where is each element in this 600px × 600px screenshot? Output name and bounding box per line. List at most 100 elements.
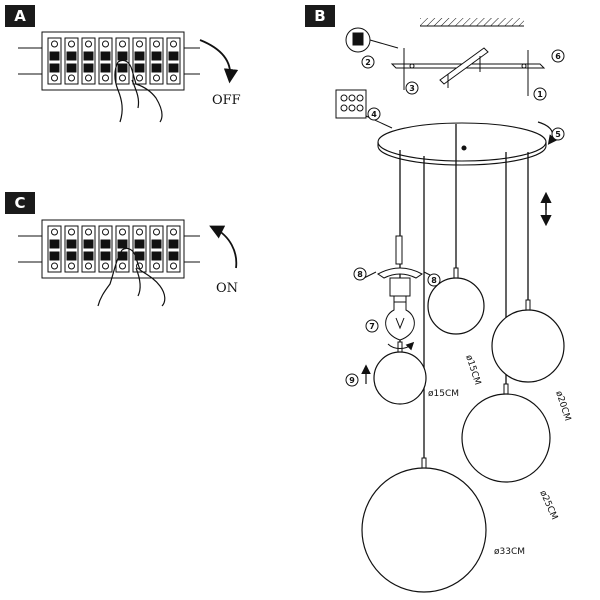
terminal-screw xyxy=(102,262,109,270)
terminal-clamp xyxy=(117,239,128,249)
terminal-clamp xyxy=(83,239,94,249)
terminal-clamp xyxy=(168,239,179,249)
step-number-circle xyxy=(405,81,419,95)
terminal-screw xyxy=(102,228,109,236)
terminal-screw xyxy=(85,74,92,82)
terminal-screw xyxy=(136,74,143,82)
terminal-clamp xyxy=(66,63,77,73)
wire-detail-callout xyxy=(335,89,393,129)
terminal-screw xyxy=(170,228,177,236)
globe-neck xyxy=(503,383,509,395)
terminal-block-a xyxy=(18,31,200,91)
globe-size-label: ø15CM xyxy=(428,389,459,399)
panel-a-tag: A xyxy=(5,5,35,27)
terminal-clamp xyxy=(151,251,162,261)
terminal-clamp xyxy=(83,251,94,261)
bulb xyxy=(385,301,415,351)
terminal-clamp xyxy=(151,51,162,61)
terminal-screw xyxy=(153,74,160,82)
terminal-clamp xyxy=(49,51,60,61)
terminal-screw xyxy=(51,40,58,48)
globe-neck xyxy=(453,267,459,279)
terminal-clamp xyxy=(134,239,145,249)
globe-shade xyxy=(461,393,551,483)
terminal-screw xyxy=(119,262,126,270)
terminal-clamp xyxy=(100,63,111,73)
terminal-screw xyxy=(119,40,126,48)
panel-a: A OFF xyxy=(5,5,241,123)
terminal-screw xyxy=(170,40,177,48)
terminal-screw xyxy=(68,74,75,82)
hand-c xyxy=(97,247,166,307)
terminal-clamp xyxy=(134,63,145,73)
socket-assembly xyxy=(363,235,437,305)
terminal-screw xyxy=(136,40,143,48)
terminal-screw xyxy=(153,262,160,270)
step-number: 5 xyxy=(555,130,561,139)
ceiling xyxy=(420,18,524,27)
terminal-screw xyxy=(119,74,126,82)
terminal-clamp xyxy=(66,251,77,261)
terminal-clamp xyxy=(151,239,162,249)
turn-off-arrow xyxy=(199,39,239,84)
on-label: ON xyxy=(216,281,238,296)
step-number: 2 xyxy=(365,58,371,67)
terminal-screw xyxy=(153,228,160,236)
hand-a xyxy=(114,59,163,123)
step-number: 6 xyxy=(555,52,561,61)
step-number-circle xyxy=(551,49,565,63)
terminal-screw xyxy=(85,262,92,270)
terminal-screw xyxy=(85,40,92,48)
terminal-clamp xyxy=(100,239,111,249)
step-number-circle xyxy=(551,127,565,141)
svg-text:C: C xyxy=(14,194,25,212)
terminal-clamp xyxy=(49,63,60,73)
globe-shade xyxy=(373,351,427,405)
step-number-circle xyxy=(533,87,547,101)
terminal-clamp xyxy=(49,251,60,261)
screw-detail-callout xyxy=(345,27,399,53)
terminal-clamp xyxy=(49,239,60,249)
step-number: 3 xyxy=(409,84,415,93)
globe-neck xyxy=(421,457,427,469)
terminal-clamp xyxy=(83,63,94,73)
terminal-screw xyxy=(102,40,109,48)
terminal-screw xyxy=(170,74,177,82)
panel-b: B xyxy=(305,5,572,593)
svg-text:A: A xyxy=(14,7,26,25)
panel-c: C ON xyxy=(5,192,238,307)
step-number-circle xyxy=(361,55,375,69)
terminal-clamp xyxy=(66,51,77,61)
terminal-clamp xyxy=(83,51,94,61)
step-number-circle xyxy=(427,273,441,287)
terminal-clamp xyxy=(117,63,128,73)
mounting-bracket xyxy=(390,47,546,96)
terminal-clamp xyxy=(100,51,111,61)
terminal-clamp xyxy=(66,239,77,249)
globe-neck xyxy=(525,299,531,311)
terminal-clamp xyxy=(117,251,128,261)
globe-shade xyxy=(361,467,487,593)
globe-size-label: ø20CM xyxy=(553,390,572,423)
off-label: OFF xyxy=(212,93,241,108)
globe-size-label: ø33CM xyxy=(494,547,525,557)
terminal-clamp xyxy=(168,51,179,61)
globe-size-label: ø15CM xyxy=(463,354,482,387)
step-number-circle xyxy=(353,267,367,281)
terminal-screw xyxy=(170,262,177,270)
terminal-clamp xyxy=(117,51,128,61)
rotate-arrow xyxy=(537,121,558,145)
terminal-screw xyxy=(51,74,58,82)
step-number: 9 xyxy=(349,376,355,385)
terminal-screw xyxy=(68,228,75,236)
canopy-plate xyxy=(377,122,547,166)
terminal-screw xyxy=(102,74,109,82)
globe-neck xyxy=(397,341,403,353)
step-number: 7 xyxy=(369,322,375,331)
turn-on-arrow xyxy=(209,225,238,269)
step-number: 8 xyxy=(357,270,363,279)
terminal-screw xyxy=(85,228,92,236)
